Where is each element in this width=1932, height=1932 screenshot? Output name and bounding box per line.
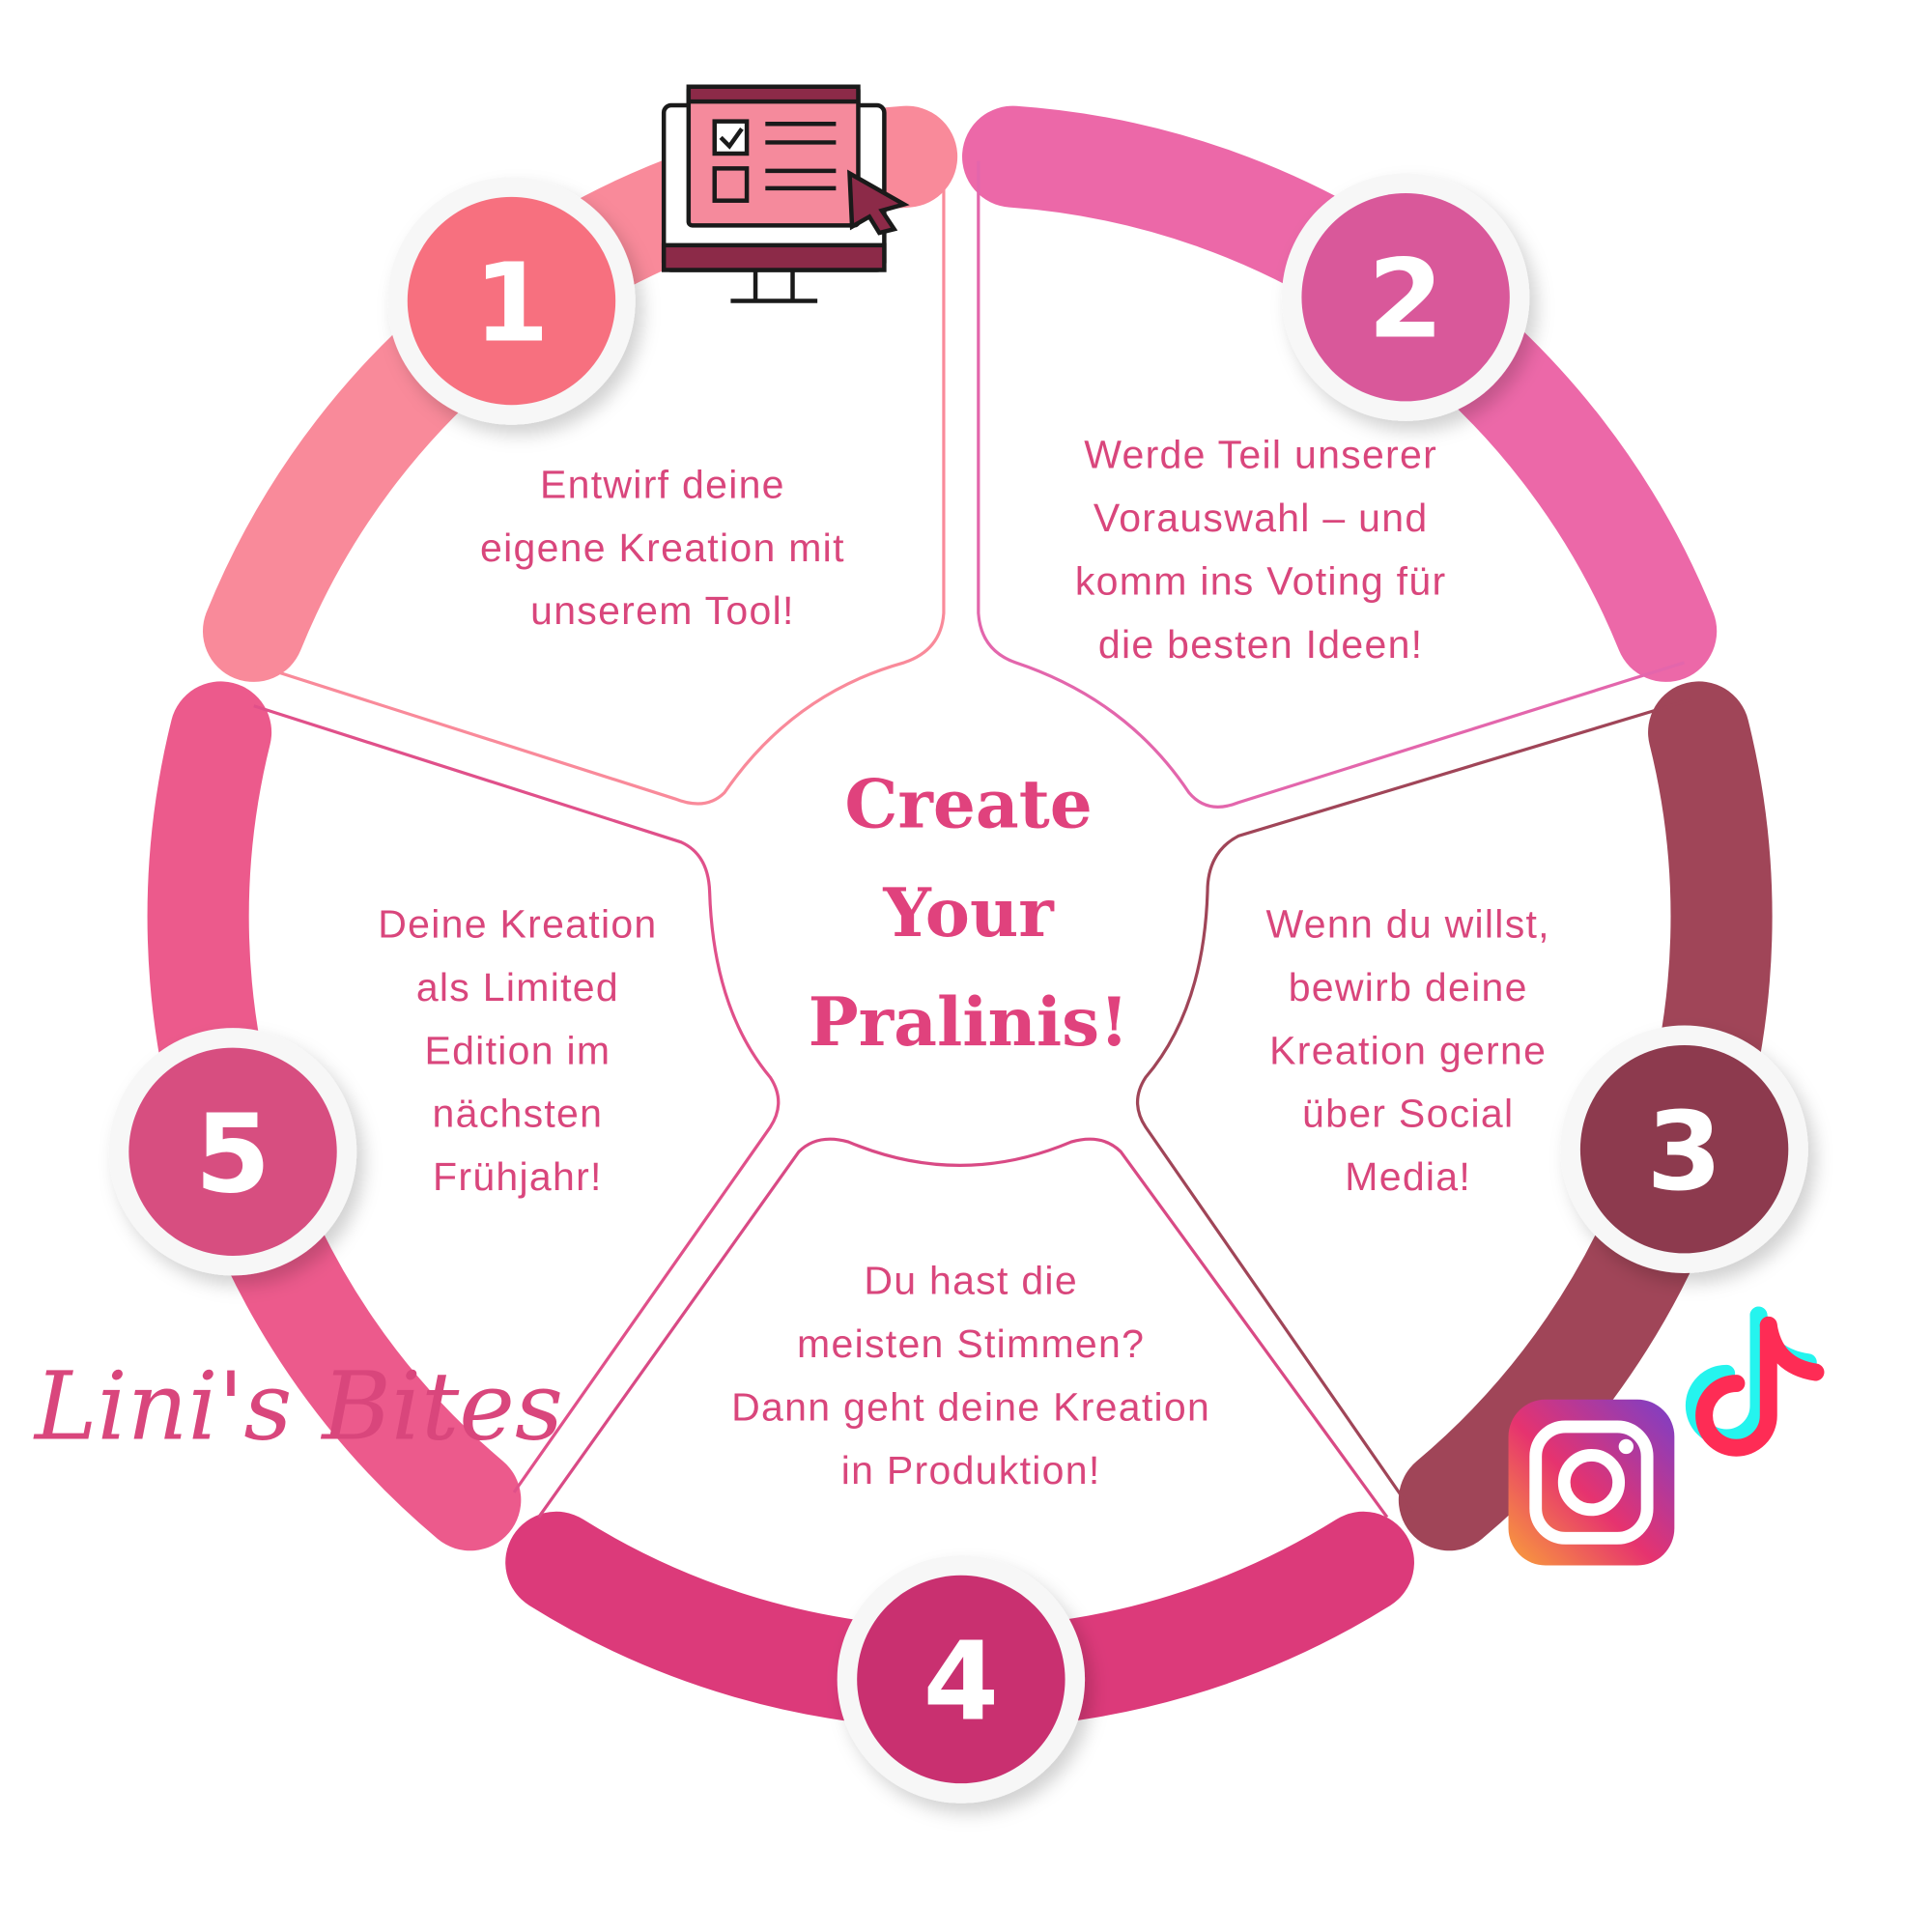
badge-circle	[1301, 193, 1510, 402]
panel-1-outline	[246, 148, 946, 806]
badge-circle	[407, 196, 616, 406]
step-5-text-line: als Limited	[416, 965, 619, 1009]
step-4-text-line: Dann geht deine Kreation	[731, 1385, 1210, 1430]
badge-circle	[1579, 1045, 1789, 1254]
step-number: 1	[473, 240, 550, 367]
step-number: 5	[195, 1090, 270, 1217]
panel-outlines	[246, 148, 1691, 1519]
step-4-text-line: in Produktion!	[841, 1448, 1101, 1492]
step-number: 2	[1368, 236, 1444, 363]
step-descriptions: Entwirf deine eigene Kreation mit unserem …	[378, 433, 1550, 1492]
step-3-text-line: bewirb deine	[1289, 965, 1528, 1009]
badge-circle	[857, 1575, 1065, 1784]
step-5-text-line: Frühjahr!	[433, 1154, 603, 1199]
step-5-badge: 5	[108, 1028, 357, 1276]
step-2-text-line: die besten Ideen!	[1098, 622, 1424, 667]
step-1-badge: 1	[387, 177, 636, 425]
step-3-text-line: Media!	[1345, 1154, 1471, 1199]
step-3-badge: 3	[1560, 1025, 1808, 1273]
step-1-text-line: eigene Kreation mit	[480, 526, 845, 570]
step-1-text-line: Entwirf deine	[540, 462, 785, 506]
step-4-badge: 4	[837, 1555, 1086, 1804]
step-2-text-line: Vorauswahl – und	[1094, 496, 1429, 540]
step-number: 4	[923, 1617, 1000, 1745]
brand-logo: Lini's Bites	[33, 1352, 563, 1462]
panel-3-outline	[1135, 697, 1691, 1513]
step-5-text-line: Edition im	[424, 1028, 611, 1072]
step-number: 3	[1646, 1088, 1722, 1215]
step-4-text-line: Du hast die	[864, 1259, 1078, 1303]
monitor-checklist-icon	[661, 84, 910, 303]
step-3-text-line: Wenn du willst,	[1266, 902, 1550, 947]
step-2-badge: 2	[1281, 173, 1530, 421]
title-line-2: Your	[882, 874, 1055, 952]
step-5-text-line: Deine Kreation	[378, 902, 657, 947]
step-1-text-line: unserem Tool!	[530, 588, 795, 633]
panel-5-outline	[253, 704, 781, 1493]
step-5-text-line: nächsten	[433, 1092, 604, 1136]
step-3-text-line: Kreation gerne	[1269, 1028, 1547, 1072]
step-3-text-line: über Social	[1302, 1092, 1514, 1136]
title-line-1: Create	[844, 765, 1092, 843]
badge-circle	[128, 1047, 337, 1256]
panel-2-outline	[977, 160, 1686, 809]
step-badges: 1 2 3 4 5	[108, 173, 1808, 1804]
panel-4-outline	[537, 1137, 1389, 1519]
step-4-text-line: meisten Stimmen?	[797, 1321, 1145, 1366]
title-line-3: Pralinis!	[809, 983, 1129, 1062]
tiktok-icon[interactable]	[1685, 1306, 1825, 1457]
step-2-text-line: Werde Teil unserer	[1084, 433, 1437, 477]
step-2-text-line: komm ins Voting für	[1075, 558, 1447, 603]
instagram-icon[interactable]	[1508, 1399, 1675, 1566]
